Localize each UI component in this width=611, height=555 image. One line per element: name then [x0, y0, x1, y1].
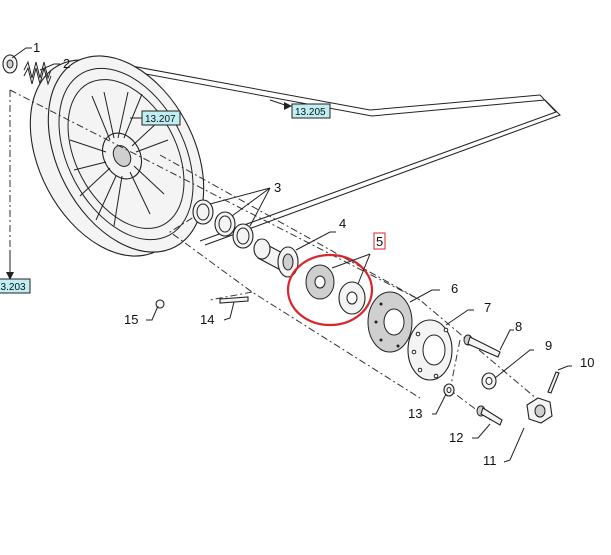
- callout-2: 2: [63, 56, 70, 71]
- callout-10: 10: [580, 355, 594, 370]
- callout-4: 4: [339, 216, 346, 231]
- part-8-bolt: [463, 334, 501, 358]
- reference-13207[interactable]: 13.207: [141, 110, 181, 126]
- reference-13205[interactable]: 13.205: [291, 103, 331, 119]
- part-10-pin: [547, 371, 560, 394]
- callout-14: 14: [200, 312, 214, 327]
- highlight-circle: [286, 253, 374, 327]
- callout-15: 15: [124, 312, 138, 327]
- reference-13203-label: 13.203: [0, 282, 26, 293]
- callout-11: 11: [483, 453, 497, 468]
- part-9-washer: [481, 372, 497, 390]
- callout-3: 3: [274, 180, 281, 195]
- axis-ref-lower: [169, 209, 421, 399]
- part-7-plate: [407, 319, 453, 381]
- callout-1: 1: [33, 40, 40, 55]
- callout-13: 13: [408, 406, 422, 421]
- callout-12: 12: [449, 430, 463, 445]
- callout-7: 7: [484, 300, 491, 315]
- part-6-flange: [367, 291, 413, 353]
- part-4-bushing: [253, 238, 299, 278]
- callout-labels: 1 2 3 4 5 6 7 8 9 10 11 12 13 14 15: [33, 40, 594, 468]
- axis-ref-pin: [209, 291, 253, 301]
- part-11-castle-nut: [526, 397, 553, 424]
- callout-6: 6: [451, 281, 458, 296]
- axis-centerline: [9, 89, 421, 301]
- part-3-washers: [192, 199, 254, 249]
- arrow-13203: [6, 272, 14, 280]
- reference-13207-label: 13.207: [145, 114, 176, 125]
- callout-9: 9: [545, 338, 552, 353]
- part-13-washer: [443, 383, 455, 397]
- reference-13205-label: 13.205: [295, 107, 326, 118]
- reference-13203[interactable]: 13.203: [0, 278, 31, 294]
- leader-lines: [11, 47, 572, 463]
- arrow-13205: [284, 102, 292, 110]
- part-2-spring: [23, 60, 52, 86]
- callout-5: 5: [376, 234, 383, 249]
- pulley-wheel: [29, 55, 205, 257]
- axis-centerline-lower: [159, 154, 551, 411]
- part-5-disc-and-hub: [305, 264, 366, 315]
- part-12-bolt: [476, 405, 503, 426]
- callout-8: 8: [515, 319, 522, 334]
- part-14-pin: [219, 296, 249, 304]
- part-1-nut: [2, 54, 18, 74]
- callout-5-box: [373, 232, 386, 250]
- drive-belt: [87, 57, 561, 246]
